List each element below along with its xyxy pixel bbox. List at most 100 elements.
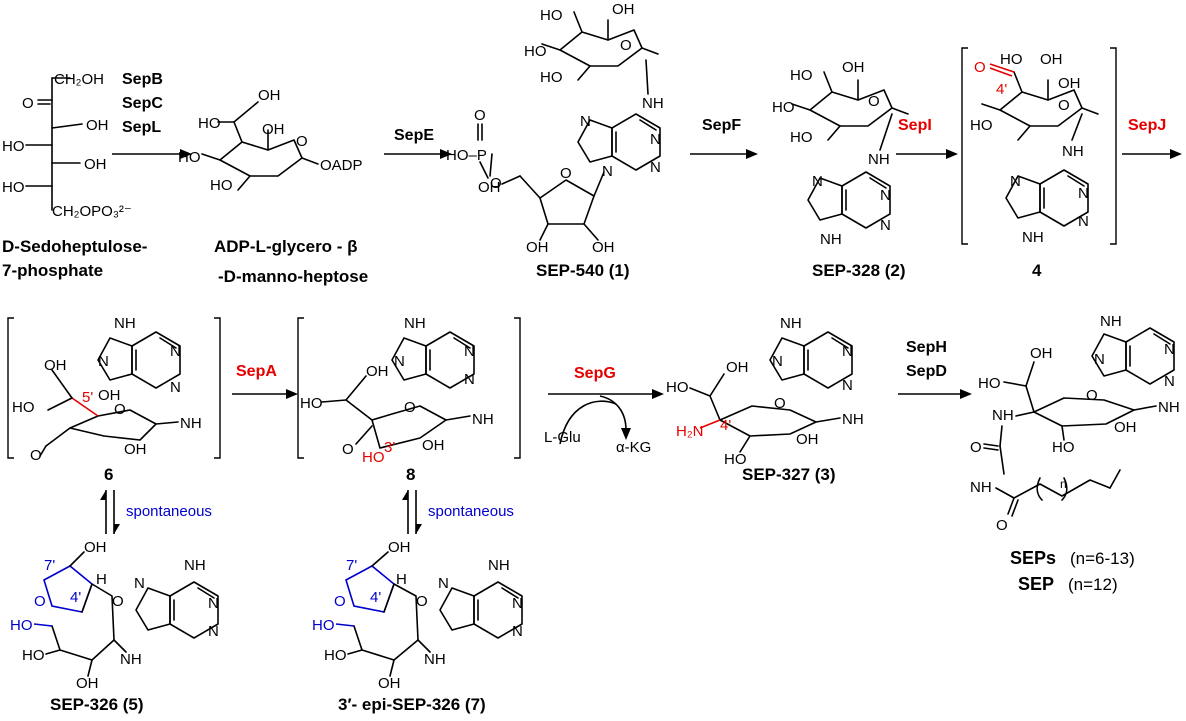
ho-group: HO — [312, 617, 335, 634]
ring-oxygen: O — [1086, 387, 1098, 404]
purine-n: N — [208, 623, 219, 640]
oh-group: OH — [1040, 51, 1063, 68]
label-epi-sep-326: 3′- epi-SEP-326 (7) — [338, 695, 486, 714]
bracket-right — [214, 317, 221, 459]
enzyme-sepi: SepI — [898, 117, 932, 134]
reagent-l-glu: L-Glu — [544, 429, 581, 446]
nh-group: NH — [970, 479, 992, 496]
bracket-right — [514, 317, 521, 459]
oh-group: OH — [84, 156, 107, 173]
purine-n: N — [208, 595, 219, 612]
label-sedoheptulose-2: 7-phosphate — [2, 261, 103, 280]
oh-group: OH — [84, 539, 107, 556]
ho-group: HO — [772, 99, 795, 116]
nh-group: NH — [992, 407, 1014, 424]
nh-group: NH — [1158, 399, 1180, 416]
compound-4-structure: O 4' HO OH OH HO O NH N N N NH — [970, 51, 1099, 246]
oh-group: OH — [366, 363, 389, 380]
purine-nh: NH — [820, 231, 842, 248]
oh-group: OH — [1058, 75, 1081, 92]
oh-group: OH — [262, 121, 285, 138]
ch2opo3-group: CH₂OPO₃²⁻ — [52, 203, 132, 220]
purine-nh: NH — [404, 315, 426, 332]
oh-group: OH — [86, 117, 109, 134]
nh-group: NH — [842, 411, 864, 428]
carbon-3-label: 3' — [384, 439, 395, 456]
ho-group: HO — [666, 379, 689, 396]
seps-structure: NH N N N NH O HO OH NH HO OH O NH O n — [970, 313, 1180, 534]
oh-group: OH — [842, 59, 865, 76]
purine-n: N — [170, 343, 181, 360]
sedoheptulose-7-phosphate-structure: CH₂OH O OH HO OH HO CH₂OPO₃²⁻ — [2, 71, 132, 220]
oh-group: OH — [422, 437, 445, 454]
label-compound-4: 4 — [1032, 261, 1042, 280]
ho-group: HO — [12, 399, 35, 416]
bracket-left — [297, 317, 304, 459]
nh-group: NH — [424, 651, 446, 668]
oh-group: OH — [258, 87, 281, 104]
purine-n: N — [464, 371, 475, 388]
ring-oxygen: O — [296, 133, 308, 150]
reaction-arrow — [384, 149, 452, 159]
carbon-5-label: 5' — [82, 389, 93, 406]
epi-sep-326-structure: 7' O 4' OH H HO O NH N NH N N HO OH — [312, 539, 523, 692]
ring-oxygen: O — [114, 401, 126, 418]
ring-oxygen: O — [868, 93, 880, 110]
purine-n: N — [464, 343, 475, 360]
ho-group: HO — [178, 149, 201, 166]
reaction-arrow — [1122, 149, 1182, 159]
label-adp-heptose: ADP-L-glycero - β — [214, 237, 358, 256]
reaction-arrow — [548, 389, 664, 445]
ch2oh-group: CH₂OH — [54, 71, 104, 88]
ho-group: HO — [970, 117, 993, 134]
ho-group: HO — [210, 177, 233, 194]
equilibrium-arrow — [100, 490, 120, 534]
ring-oxygen: O — [112, 593, 124, 610]
h-atom: H — [96, 571, 107, 588]
ring-oxygen: O — [334, 593, 346, 610]
label-compound-6: 6 — [104, 465, 113, 484]
ketone-oxygen: O — [974, 59, 986, 76]
ring-oxygen: O — [620, 37, 632, 54]
purine-n: N — [170, 379, 181, 396]
purine-n: N — [1164, 373, 1175, 390]
label-sep-328: SEP-328 (2) — [812, 261, 906, 280]
oh-group: OH — [124, 441, 147, 458]
ho-group: HO — [790, 129, 813, 146]
ho-group: HO — [524, 43, 547, 60]
phosphate-ho-p: HO–P — [446, 147, 487, 164]
purine-n: N — [880, 187, 891, 204]
purine-n: N — [842, 343, 853, 360]
purine-nh: NH — [1022, 229, 1044, 246]
ring-oxygen: O — [34, 593, 46, 610]
sep-326-structure: 7' O 4' OH H HO O NH N NH N N HO OH — [10, 539, 219, 692]
oh-group: OH — [612, 1, 635, 18]
enzyme-sepf: SepF — [702, 117, 741, 134]
reagent-alpha-kg: α-KG — [616, 439, 651, 456]
oh-group: OH — [592, 239, 615, 256]
purine-nh: NH — [488, 557, 510, 574]
label-seps: SEPs — [1010, 548, 1056, 568]
bracket-left — [7, 317, 14, 459]
oh-group: OH — [796, 431, 819, 448]
purine-n: N — [650, 159, 661, 176]
purine-n: N — [394, 353, 405, 370]
ring-oxygen: O — [1058, 97, 1070, 114]
oh-group: OH — [526, 239, 549, 256]
ho-group: HO — [790, 67, 813, 84]
ho-group: HO — [2, 138, 25, 155]
oh-group: OH — [378, 675, 401, 692]
sep-327-structure: NH N N N NH O HO OH H₂N 4' HO OH — [666, 315, 864, 468]
ho-group: HO — [22, 647, 45, 664]
ho-group: HO — [540, 69, 563, 86]
oh-group: OH — [478, 179, 501, 196]
ho-group: HO — [324, 647, 347, 664]
purine-n: N — [134, 575, 145, 592]
equilibrium-arrow — [402, 490, 422, 534]
label-seps-range: (n=6-13) — [1070, 549, 1135, 568]
amide-oxygen: O — [970, 439, 982, 456]
purine-n: N — [650, 131, 661, 148]
oh-group: OH — [388, 539, 411, 556]
purine-n: N — [1164, 341, 1175, 358]
